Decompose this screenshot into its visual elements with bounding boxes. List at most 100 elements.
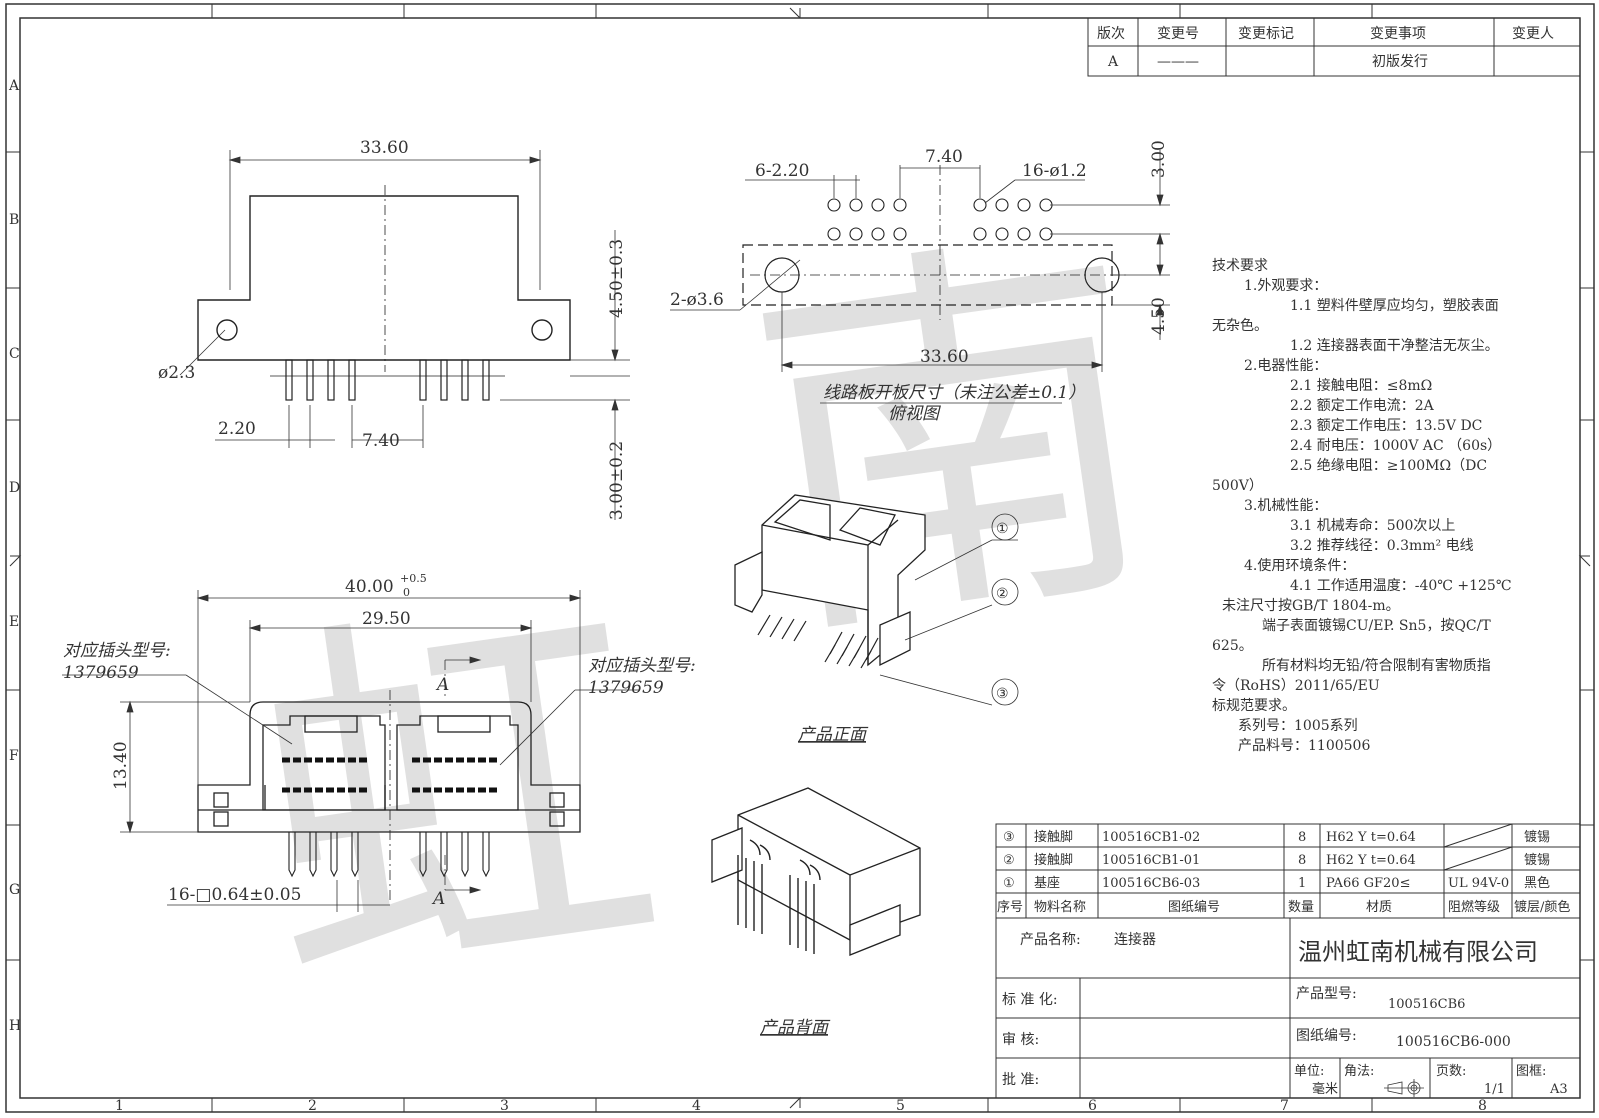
dim-front-pitch-small: 2.20 (218, 419, 256, 439)
rev-value-item: 初版发行 (1372, 53, 1428, 70)
review-label: 审 核: (1002, 1032, 1039, 1048)
tech-line: 4.1 工作适用温度：-40℃ +125℃ (1290, 578, 1511, 594)
bom-row3-qty: 8 (1298, 830, 1306, 845)
angle-label: 角法: (1344, 1064, 1374, 1079)
bom-row1-no: ① (1003, 876, 1015, 891)
iso-front-view (734, 494, 926, 669)
row-h: H (9, 1018, 21, 1034)
plug-label-left: 对应插头型号: (63, 641, 171, 661)
bom-row2-name: 接触脚 (1034, 852, 1073, 868)
tech-line: 系列号：1005系列 (1238, 718, 1358, 734)
plug-label-right: 对应插头型号: (588, 656, 696, 676)
bom-row2-dwg: 100516CB1-01 (1102, 853, 1200, 868)
rev-value-change-no: ——— (1157, 54, 1199, 70)
bom-row3-no: ③ (1003, 830, 1015, 845)
section-marker-top: A (435, 675, 449, 695)
dim-pcb-pitch: 6-2.20 (755, 161, 809, 181)
outer-frame (5, 3, 1595, 1113)
product-name-label: 产品名称: (1020, 932, 1081, 948)
dim-pcb-width: 33.60 (920, 347, 969, 367)
bom-header-no: 序号 (997, 900, 1023, 915)
bom-row1-qty: 1 (1298, 876, 1306, 891)
row-f: F (9, 748, 19, 764)
dim-pcb-side: 4.50 (1149, 297, 1169, 335)
tech-line: 625。 (1212, 638, 1253, 654)
tech-line: 技术要求 (1212, 258, 1268, 274)
dim-pcb-pins: 16-ø1.2 (1022, 161, 1087, 181)
drawing-no-label: 图纸编号: (1296, 1028, 1357, 1044)
rev-header-version: 版次 (1097, 26, 1125, 42)
rev-header-mark: 变更标记 (1238, 26, 1294, 42)
row-e: E (9, 614, 19, 630)
rev-value-version: A (1107, 54, 1119, 70)
tech-line: 500V） (1212, 478, 1263, 494)
bom-row2-finish: 镀锡 (1524, 852, 1550, 868)
drawing-no-value: 100516CB6-000 (1396, 1034, 1511, 1050)
bom-header-flame: 阻燃等级 (1448, 899, 1500, 915)
iso-front-leaders (879, 513, 1019, 706)
row-c: C (9, 346, 20, 362)
col-4: 4 (692, 1098, 701, 1114)
bom-row3-mat: H62 Y t=0.64 (1326, 830, 1416, 845)
unit-label: 单位: (1294, 1064, 1324, 1079)
pcb-caption-view: 俯视图 (888, 404, 941, 424)
col-7: 7 (1280, 1098, 1289, 1114)
revision-table (1087, 17, 1581, 77)
iso-front-caption: 产品正面 (798, 725, 869, 745)
tech-requirements: 技术要求 1.外观要求： 1.1 塑料件壁厚应均匀，塑胶表面 无杂色。 1.2 … (1212, 258, 1511, 754)
tech-line: 2.电器性能： (1244, 358, 1327, 374)
tech-line: 1.2 连接器表面干净整洁无灰尘。 (1290, 337, 1499, 354)
rev-header-person: 变更人 (1512, 26, 1554, 42)
title-block (995, 917, 1581, 1099)
dim-bottom-tol-up: +0.5 (400, 572, 427, 585)
bom-row2-mat: H62 Y t=0.64 (1326, 853, 1416, 868)
tech-line: 端子表面镀锡CU/EP. Sn5，按QC/T (1262, 617, 1491, 634)
balloon-3: ③ (996, 686, 1009, 702)
iso-back-view (711, 787, 921, 956)
model-label: 产品型号: (1296, 986, 1357, 1002)
col-3: 3 (500, 1098, 509, 1114)
bom-row1-mat: PA66 GF20≤ (1326, 876, 1410, 891)
rev-header-change-no: 变更号 (1157, 26, 1199, 42)
row-g: G (9, 882, 20, 898)
dim-pcb-top: 3.00 (1149, 140, 1169, 178)
dim-pcb-span: 7.40 (925, 147, 963, 167)
dim-pcb-holes: 2-ø3.6 (670, 290, 724, 310)
bom-header-dwg: 图纸编号 (1168, 900, 1220, 915)
front-view (197, 185, 571, 401)
tech-line: 令（RoHS）2011/65/EU (1212, 678, 1380, 694)
company-name: 温州虹南机械有限公司 (1298, 938, 1538, 966)
page-value: 1/1 (1484, 1082, 1505, 1097)
bom-header-qty: 数量 (1288, 900, 1314, 915)
plug-no-left: 1379659 (63, 663, 139, 683)
balloon-2: ② (996, 586, 1009, 602)
dim-bottom-pin-size: 16-□0.64±0.05 (168, 885, 301, 905)
bom-row2-qty: 8 (1298, 853, 1306, 868)
tech-line: 4.使用环境条件： (1244, 557, 1355, 574)
bottom-view-dims (62, 590, 640, 912)
model-value: 100516CB6 (1388, 997, 1465, 1012)
tech-line: 2.4 耐电压：1000V AC （60s） (1290, 438, 1501, 454)
bom-row3-finish: 镀锡 (1524, 829, 1550, 845)
projection-symbol-icon (1384, 1079, 1424, 1097)
front-view-dims (179, 150, 630, 520)
bom-row2-no: ② (1003, 853, 1015, 868)
dim-front-hole: ø2.3 (158, 363, 195, 383)
tech-line: 2.5 绝缘电阻：≥100MΩ（DC (1290, 458, 1487, 474)
page-label: 页数: (1436, 1064, 1466, 1079)
product-name-value: 连接器 (1114, 931, 1156, 948)
zone-ticks (6, 4, 1594, 1112)
dim-bottom-tol-low: 0 (403, 586, 410, 599)
dim-front-pitch-large: 7.40 (362, 431, 400, 451)
bom-row3-name: 接触脚 (1034, 829, 1073, 845)
dim-bottom-height: 13.40 (111, 741, 131, 790)
tech-line: 2.3 额定工作电压：13.5V DC (1290, 418, 1482, 434)
tech-line: 产品料号：1100506 (1238, 738, 1370, 754)
tech-line: 3.2 推荐线径：0.3mm² 电线 (1290, 538, 1474, 554)
row-a: A (8, 78, 20, 94)
dim-bottom-width: 40.00 (345, 577, 394, 597)
tech-line: 标规范要求。 (1212, 697, 1296, 714)
dim-front-upper-height: 4.50±0.3 (607, 239, 627, 318)
bom-row3-dwg: 100516CB1-02 (1102, 830, 1200, 845)
tech-line: 1.外观要求： (1244, 278, 1327, 294)
